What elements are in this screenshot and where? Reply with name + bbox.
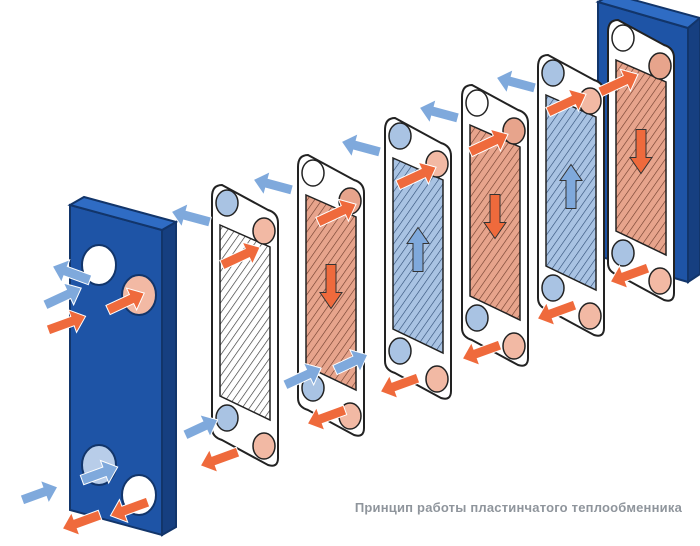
arrow-icon [495, 68, 537, 95]
plate-port [425, 365, 449, 393]
arrow-icon [306, 404, 348, 432]
plate-stack [211, 18, 675, 467]
flow-direction-arrow-icon [483, 194, 507, 240]
plate-4 [461, 83, 529, 367]
plate-port [252, 217, 276, 245]
plate-port [611, 239, 635, 267]
plate-2 [297, 153, 365, 437]
plate-port [648, 52, 672, 80]
arrow-icon [170, 202, 212, 229]
plate-port [388, 337, 412, 365]
plate-port [611, 24, 635, 52]
plate-1 [211, 183, 279, 467]
arrow-icon [609, 262, 651, 290]
plate-port [301, 159, 325, 187]
arrow-icon [182, 414, 219, 441]
plate-port [388, 122, 412, 150]
plate-port [215, 189, 239, 217]
arrow-icon [536, 299, 578, 327]
plate-port [648, 267, 672, 295]
arrow-icon [45, 308, 87, 336]
arrow-icon [252, 170, 294, 197]
diagram-caption: Принцип работы пластинчатого теплообменн… [354, 500, 682, 515]
arrow-icon [199, 446, 241, 474]
plate-5 [537, 53, 605, 337]
plate-port [502, 117, 526, 145]
flow-direction-arrow-icon [406, 226, 430, 272]
arrow-icon [61, 509, 103, 537]
plate-port [578, 302, 602, 330]
plate-port [502, 332, 526, 360]
flow-direction-arrow-icon [319, 264, 343, 310]
arrow-icon [467, 128, 509, 158]
arrow-icon [332, 349, 369, 376]
arrow-icon [51, 258, 93, 286]
arrow-icon [418, 98, 460, 125]
plate-port [465, 304, 489, 332]
arrow-icon [19, 479, 59, 506]
plate-port [252, 432, 276, 460]
plate-3 [384, 116, 452, 400]
plate-port [465, 89, 489, 117]
plate-port [541, 59, 565, 87]
arrow-icon [282, 362, 322, 391]
flow-direction-arrow-icon [629, 129, 653, 175]
arrow-icon [379, 372, 421, 400]
arrow-icon [219, 241, 261, 271]
flow-arrows [19, 68, 651, 537]
plate-6 [607, 18, 675, 302]
arrow-icon [545, 88, 587, 118]
arrow-icon [79, 459, 119, 486]
plate-port [541, 274, 565, 302]
arrow-icon [461, 339, 503, 367]
plate-corrugation [219, 223, 271, 422]
plate-port [215, 404, 239, 432]
arrow-icon [340, 132, 382, 159]
arrow-icon [42, 282, 82, 311]
arrow-icon [395, 161, 437, 191]
arrow-icon [109, 496, 151, 524]
arrow-icon [597, 68, 639, 98]
arrow-icon [315, 198, 357, 228]
arrow-icon [105, 287, 145, 316]
flow-direction-arrow-icon [559, 163, 583, 209]
